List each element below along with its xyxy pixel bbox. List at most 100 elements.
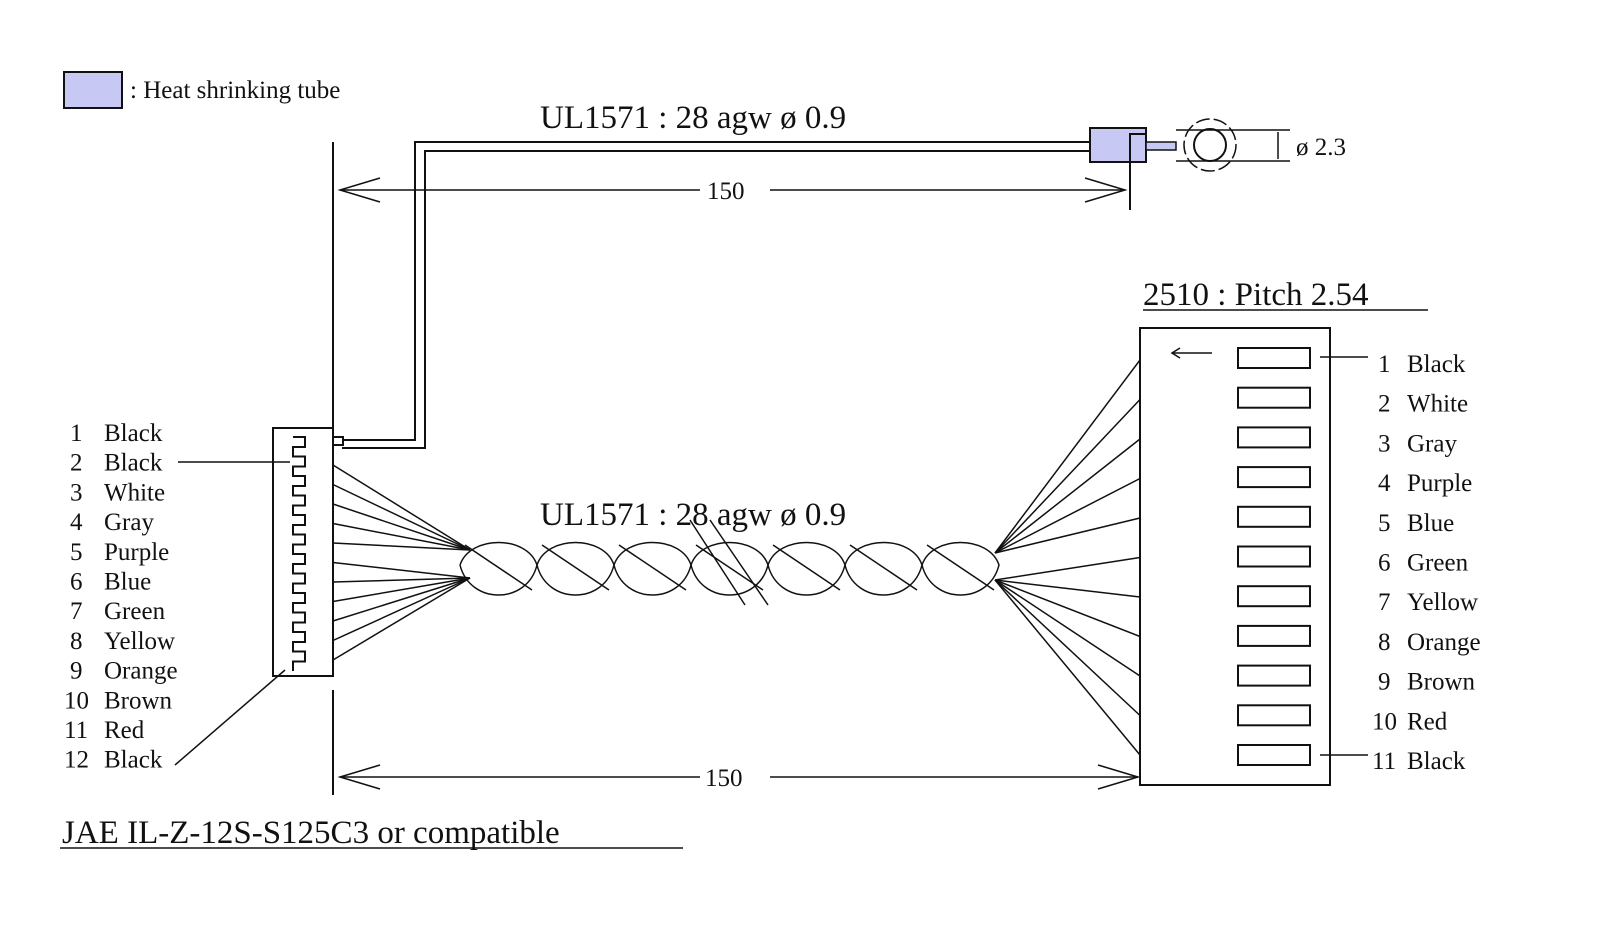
pin-color: Orange [1407,629,1481,656]
pin-number: 7 [70,598,83,625]
left-connector-part: JAE IL-Z-12S-S125C3 or compatible [62,815,560,851]
pin-number: 8 [1378,629,1391,656]
pin-color: Black [104,420,163,447]
pin-number: 6 [1378,550,1391,577]
pin-color: Gray [1407,430,1457,457]
pin-color: Black [104,747,163,774]
pin-number: 10 [1372,708,1397,735]
pin-slot [1237,347,1311,369]
top-cable-spec: UL1571 : 28 agw ø 0.9 [540,100,846,136]
pin-number: 5 [1378,510,1391,537]
bottom-length: 150 [705,765,743,792]
pin-color: White [104,479,165,506]
pin-slot [1237,664,1311,687]
wire [994,359,1141,554]
right-pin-label: 7 Yellow [1378,589,1478,616]
pin-color: Green [104,598,166,625]
left-pin-label: 1 Black [70,420,163,447]
left-pin-label: 3 White [70,479,165,506]
pin-number: 9 [70,658,83,685]
twisted-cable-spec: UL1571 : 28 agw ø 0.9 [540,497,846,533]
pin-color: Purple [104,539,169,566]
pin-color: Yellow [1407,589,1478,616]
wire [994,477,1141,554]
wire [332,483,471,551]
right-connector-part: 2510 : Pitch 2.54 [1143,277,1369,313]
left-pin-label: 12 Black [64,747,163,774]
pin-number: 4 [1378,470,1391,497]
pin-number: 7 [1378,589,1391,616]
pin-number: 5 [70,539,83,566]
pin-number: 8 [70,628,83,655]
pin-color: Red [1407,708,1448,735]
right-pin-label: 6 Green [1378,550,1469,577]
pin-number: 1 [1378,351,1391,378]
pin-color: Blue [104,569,151,596]
right-pin-label: 2 White [1378,391,1468,418]
pin-slot [1237,426,1311,449]
wire [332,577,471,642]
wire [994,579,1141,756]
wire [332,577,471,661]
pin-color: Black [1407,748,1466,775]
wire [332,464,471,551]
pin-slot [1237,744,1311,766]
wire [994,438,1141,554]
pin-color: Brown [1407,669,1476,696]
heat-shrink-legend-swatch [63,71,123,109]
left-pin-label: 2 Black [70,450,163,477]
right-pin-label: 9 Brown [1378,669,1476,696]
twisted-pair-cable [459,541,1000,596]
wire [332,561,471,579]
pin-number: 3 [70,479,83,506]
pin-color: Green [1407,550,1469,577]
pin-slot [1237,624,1311,647]
left-pin-label: 7 Green [70,598,166,625]
pin-number: 4 [70,509,83,536]
right-pin-label: 5 Blue [1378,510,1454,537]
wire [332,503,471,551]
right-pin-label: 11 Black [1372,748,1466,775]
wire [994,556,1141,581]
pin-number: 10 [64,687,89,714]
pin-number: 3 [1378,430,1391,457]
pin-color: Yellow [104,628,175,655]
pin-color: Orange [104,658,178,685]
pin-number: 2 [1378,391,1391,418]
right-pin-label: 10 Red [1372,708,1448,735]
pin-color: Black [104,450,163,477]
pin-color: Black [1407,351,1466,378]
pin-number: 2 [70,450,83,477]
pin-color: Red [104,717,145,744]
left-pin-label: 11 Red [64,717,145,744]
wire [994,398,1141,554]
pin-slot [1237,466,1311,489]
wire [332,577,471,622]
wire [332,577,471,583]
pin-number: 6 [70,569,83,596]
legend-label: : Heat shrinking tube [130,77,340,104]
pin-number: 12 [64,747,89,774]
right-pin-label: 3 Gray [1378,430,1457,457]
left-pin-label: 6 Blue [70,569,151,596]
ring-diameter: ø 2.3 [1296,134,1346,161]
pin-number: 9 [1378,669,1391,696]
pin-slot [1237,585,1311,608]
right-pin-label: 8 Orange [1378,629,1481,656]
wire [994,579,1141,677]
pin-number: 11 [64,717,88,744]
pin-number: 1 [70,420,83,447]
left-pin-label: 9 Orange [70,658,178,685]
pin-slot [1237,386,1311,409]
pin-color: White [1407,391,1468,418]
pin-color: Blue [1407,510,1454,537]
wire [994,579,1141,638]
pin-number: 11 [1372,748,1396,775]
wire [994,579,1141,717]
wire [332,542,471,551]
left-pin-label: 5 Purple [70,539,169,566]
